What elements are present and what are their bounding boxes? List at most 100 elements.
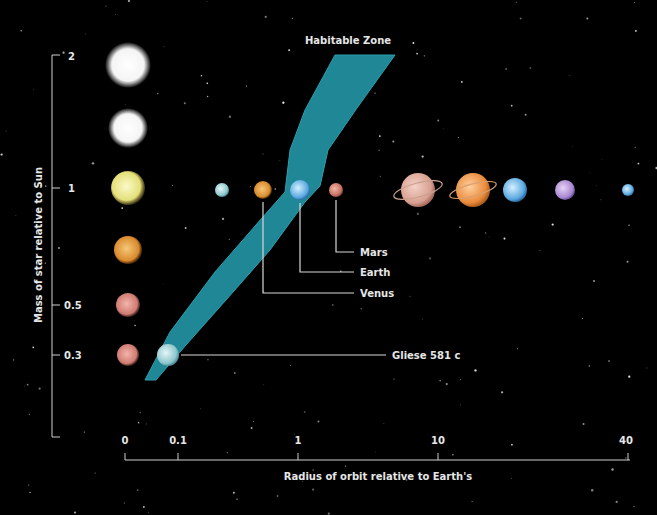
- background-star: [393, 378, 394, 379]
- background-star: [84, 431, 85, 432]
- background-star: [501, 391, 503, 393]
- axis-title: Mass of star relative to Sun: [33, 167, 44, 323]
- x-tick-label: 0: [122, 435, 129, 446]
- background-star: [288, 49, 290, 51]
- x-tick-label: 40: [619, 435, 633, 446]
- planet-row: [215, 173, 634, 207]
- x-axis: [125, 453, 630, 460]
- background-star: [143, 506, 145, 508]
- background-star: [148, 511, 150, 513]
- background-star: [429, 257, 431, 259]
- background-star: [511, 444, 513, 446]
- y-tick-label: 2: [68, 51, 75, 62]
- y-tick-label: 0.3: [64, 350, 82, 361]
- zone-title: Habitable Zone: [305, 35, 391, 46]
- background-star: [511, 105, 513, 107]
- background-star: [290, 365, 292, 367]
- planet-label: Gliese 581 c: [392, 350, 460, 361]
- background-star: [471, 501, 472, 502]
- background-star: [137, 489, 139, 491]
- background-star: [32, 346, 34, 348]
- background-star: [635, 30, 637, 32]
- background-star: [124, 502, 125, 503]
- background-star: [552, 224, 554, 226]
- background-star: [317, 420, 319, 422]
- background-star: [572, 145, 574, 147]
- background-star: [15, 214, 17, 216]
- background-star: [201, 75, 203, 77]
- background-star: [39, 388, 41, 390]
- background-star: [246, 86, 247, 87]
- background-star: [227, 452, 228, 453]
- gliese-planet: [157, 344, 179, 366]
- background-star: [637, 163, 639, 165]
- background-star: [655, 167, 657, 169]
- background-star: [416, 53, 418, 55]
- background-star: [611, 468, 613, 470]
- background-star: [488, 236, 490, 238]
- x-tick-label: 0.1: [169, 435, 187, 446]
- axis-title: Radius of orbit relative to Earth's: [284, 471, 472, 482]
- leader-lines: [181, 200, 386, 355]
- background-star: [608, 360, 609, 361]
- background-star: [157, 93, 159, 95]
- background-star: [230, 305, 232, 307]
- background-star: [282, 102, 284, 104]
- background-star: [74, 511, 76, 513]
- background-star: [332, 304, 333, 305]
- background-star: [634, 2, 635, 3]
- y-tick-label: 1: [68, 183, 75, 194]
- background-star: [601, 159, 603, 161]
- background-star: [105, 6, 106, 7]
- background-star: [511, 477, 513, 479]
- background-star: [374, 92, 375, 93]
- background-star: [250, 185, 252, 187]
- background-star: [422, 318, 424, 320]
- background-star: [222, 218, 224, 220]
- background-star: [520, 18, 522, 20]
- background-star: [251, 427, 253, 429]
- background-star: [582, 318, 583, 319]
- background-star: [443, 128, 445, 130]
- background-star: [138, 422, 140, 424]
- background-star: [172, 185, 173, 186]
- background-star: [33, 89, 35, 91]
- background-star: [628, 376, 630, 378]
- background-star: [461, 81, 463, 83]
- background-star: [460, 404, 462, 406]
- background-star: [92, 162, 94, 164]
- background-star: [409, 295, 411, 297]
- background-star: [517, 348, 518, 349]
- background-star: [45, 185, 47, 187]
- background-star: [417, 213, 419, 215]
- background-star: [635, 147, 636, 148]
- background-star: [28, 484, 29, 485]
- background-star: [539, 250, 540, 251]
- background-star: [586, 18, 588, 20]
- background-star: [236, 498, 237, 499]
- background-star: [591, 489, 593, 491]
- background-star: [229, 116, 231, 118]
- background-star: [505, 68, 506, 69]
- background-star: [45, 263, 46, 264]
- background-star: [304, 411, 306, 413]
- background-star: [145, 423, 147, 425]
- background-star: [233, 492, 235, 494]
- background-star: [184, 102, 186, 104]
- background-star: [485, 232, 486, 233]
- background-star: [29, 492, 30, 493]
- background-star: [446, 383, 448, 385]
- background-star: [207, 96, 209, 98]
- background-star: [134, 325, 135, 326]
- background-star: [633, 506, 634, 507]
- background-star: [589, 365, 590, 366]
- background-star: [24, 385, 26, 387]
- background-star: [378, 149, 380, 151]
- background-star: [95, 472, 96, 473]
- background-star: [279, 159, 281, 161]
- x-tick-label: 1: [295, 435, 302, 446]
- background-star: [253, 420, 255, 422]
- background-star: [328, 513, 330, 515]
- planet-label: Earth: [360, 267, 390, 278]
- y-axis: [52, 55, 60, 437]
